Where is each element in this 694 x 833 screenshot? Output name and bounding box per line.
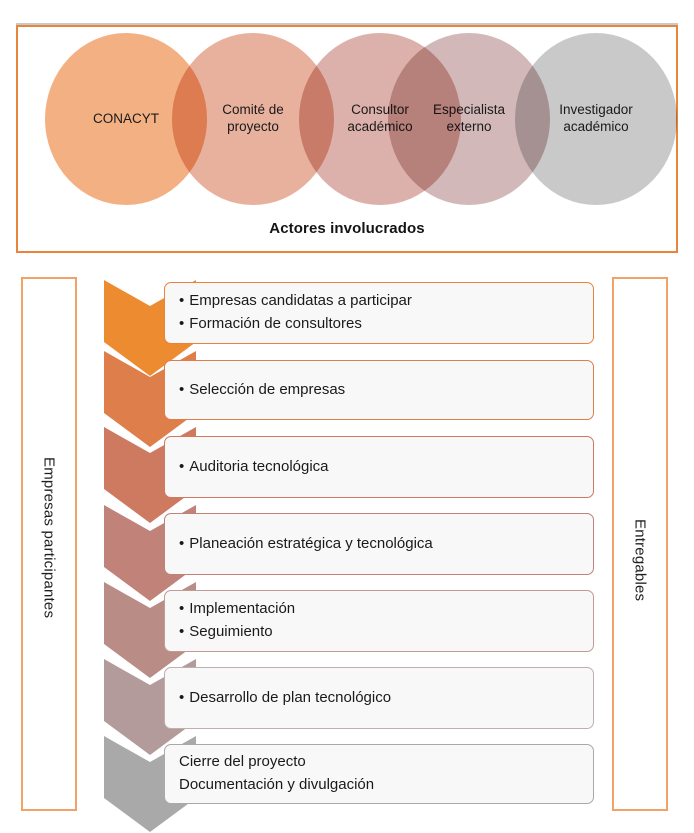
flow-step-line: Cierre del proyecto: [179, 753, 306, 771]
flow-step-box-6: Desarrollo de plan tecnológico: [164, 667, 594, 729]
actor-circle-label: CONACYT: [92, 110, 159, 126]
flow-step-line: Formación de consultores: [179, 313, 593, 336]
rail-entregables: Entregables: [612, 277, 668, 811]
flow-step-line: Planeación estratégica y tecnológica: [179, 533, 593, 556]
flow-step-line: Desarrollo de plan tecnológico: [179, 687, 593, 710]
flow-step-box-1: Empresas candidatas a participarFormació…: [164, 282, 594, 344]
flow-step-line: Selección de empresas: [179, 379, 593, 402]
flow-step-box-3: Auditoria tecnológica: [164, 436, 594, 498]
process-flow: Empresas candidatas a participarFormació…: [104, 272, 594, 832]
flow-step-box-5: ImplementaciónSeguimiento: [164, 590, 594, 652]
flow-step-line: Empresas candidatas a participar: [179, 290, 593, 313]
flow-step-line: Seguimiento: [179, 621, 593, 644]
rail-left-label: Empresas participantes: [40, 457, 58, 619]
flow-step-box-2: Selección de empresas: [164, 360, 594, 420]
rail-empresas-participantes: Empresas participantes: [21, 277, 77, 811]
flow-step-line: Documentación y divulgación: [179, 776, 375, 793]
flow-step-box-4: Planeación estratégica y tecnológica: [164, 513, 594, 575]
rail-right-label: Entregables: [631, 518, 649, 602]
actors-caption: Actores involucrados: [269, 220, 425, 237]
flow-step-line: Auditoria tecnológica: [179, 456, 593, 479]
actor-circle-1: CONACYT: [45, 33, 207, 205]
flow-step-line: Implementación: [179, 598, 593, 621]
